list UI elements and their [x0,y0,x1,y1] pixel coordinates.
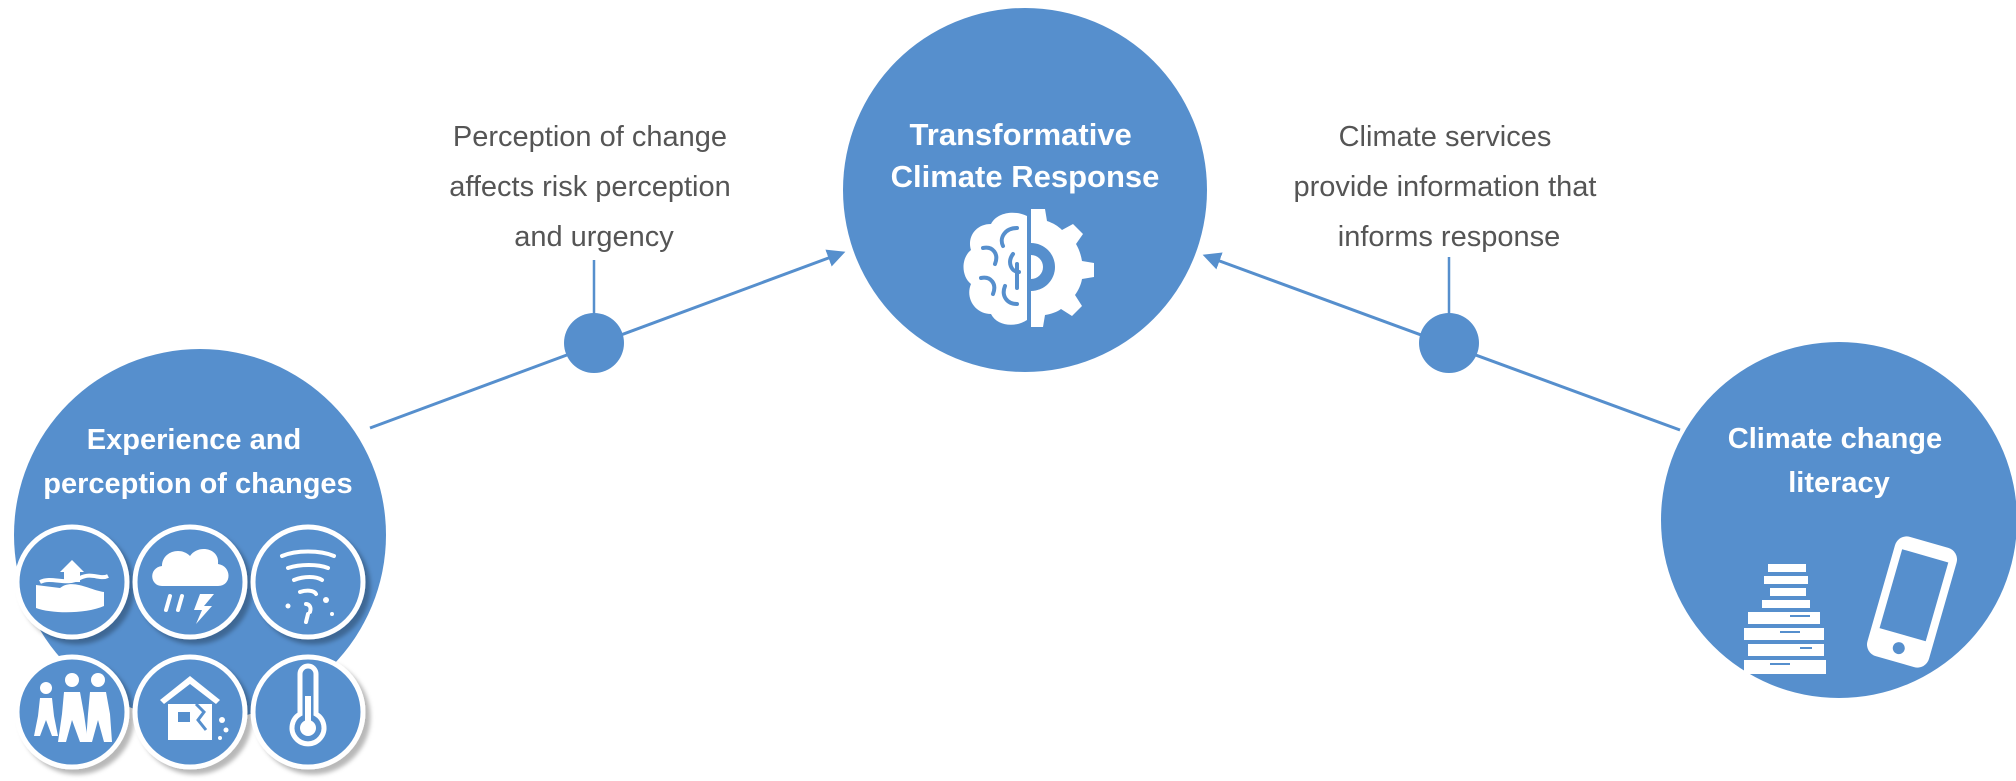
books-icon [1744,564,1826,674]
connector-right-caption-line: informs response [1338,221,1560,253]
left-node-title-line: Experience and [87,424,301,456]
left-node-title-line: perception of changes [43,468,352,500]
right-node: Climate change literacy [1661,342,2016,698]
right-node-circle [1661,342,2016,698]
center-node-circle [843,8,1207,372]
center-node: Transformative Climate Response [843,8,1207,372]
connector-right-caption-line: Climate services [1339,121,1552,153]
connector-left-caption-line: and urgency [514,221,674,253]
tornado-icon [250,524,366,640]
brain-gear-icon [963,209,1094,327]
right-node-title-line: literacy [1788,467,1890,499]
connector-left: Perception of change affects risk percep… [369,121,846,430]
center-node-title: Transformative Climate Response [891,117,1160,194]
connector-right: Climate services provide information tha… [1202,121,1681,432]
connector-left-dot [564,313,624,373]
center-node-title-line: Climate Response [891,159,1160,194]
thermometer-icon [250,654,366,770]
connector-left-caption-line: affects risk perception [449,171,731,203]
left-node-title: Experience and perception of changes [43,424,352,500]
right-node-title-line: Climate change [1728,423,1942,455]
flood-icon [14,524,130,640]
connector-left-caption-line: Perception of change [453,121,727,153]
connector-right-dot [1419,313,1479,373]
family-icon [14,654,130,770]
storm-cloud-icon [132,524,248,640]
damaged-house-icon [132,654,248,770]
connector-right-caption: Climate services provide information tha… [1293,121,1604,253]
left-node: Experience and perception of changes [14,349,386,770]
smartphone-icon [1866,536,1958,668]
right-node-title: Climate change literacy [1728,423,1950,499]
connector-right-caption-line: provide information that [1293,171,1596,203]
connector-left-caption: Perception of change affects risk percep… [449,121,739,253]
center-node-title-line: Transformative [910,117,1132,152]
